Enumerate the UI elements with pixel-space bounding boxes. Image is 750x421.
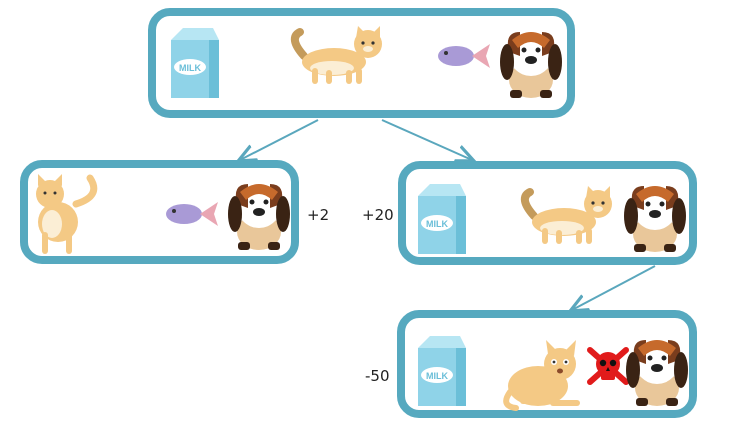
milk-icon: MILK — [171, 28, 219, 98]
dog-icon — [626, 340, 688, 406]
milk-label: MILK — [426, 219, 448, 229]
arrow-root-to-left — [240, 119, 319, 160]
bottom-reward-label: -50 — [365, 367, 390, 385]
milk-icon: MILK — [418, 336, 466, 406]
fish-icon — [438, 44, 490, 68]
dog-icon — [624, 186, 686, 252]
cat-icon — [36, 174, 98, 254]
milk-label: MILK — [179, 63, 201, 73]
cat-icon — [520, 186, 612, 244]
left-reward-label: +2 — [307, 206, 330, 224]
milk-icon: MILK — [418, 184, 466, 254]
scared-cat-icon — [503, 340, 580, 411]
arrow-root-to-right — [381, 119, 472, 160]
fish-icon — [166, 202, 218, 226]
dog-icon — [500, 32, 562, 98]
cat-icon — [290, 26, 382, 84]
skull-crossbones-icon — [587, 347, 629, 385]
arrow-right-to-bottom — [572, 265, 656, 310]
dog-icon — [228, 184, 290, 250]
right-reward-label: +20 — [362, 206, 394, 224]
milk-label: MILK — [426, 371, 448, 381]
